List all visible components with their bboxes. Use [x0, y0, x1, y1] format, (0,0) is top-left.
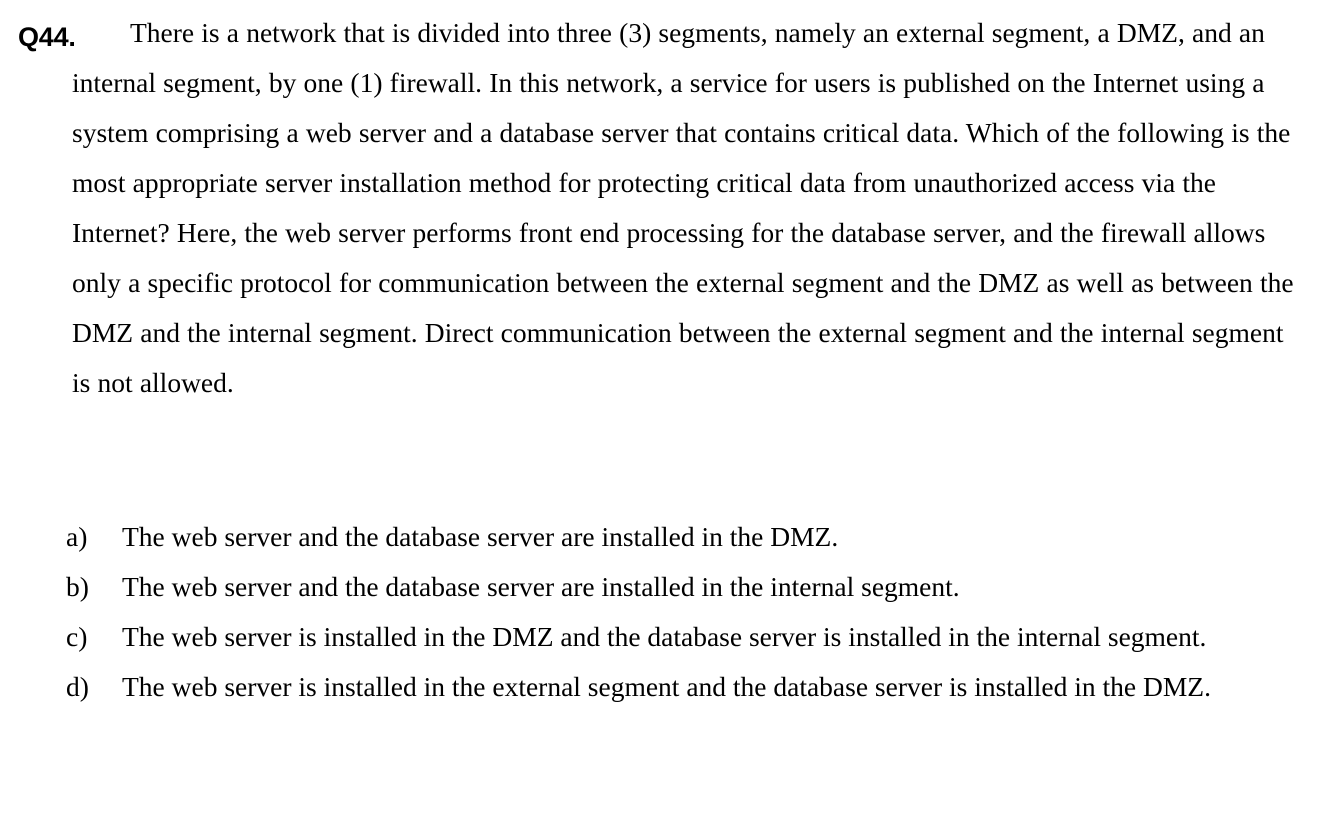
- option-marker-d: d): [66, 671, 89, 702]
- option-marker-b: b): [66, 571, 89, 602]
- question-body-text: There is a network that is divided into …: [72, 17, 1294, 398]
- option-marker-c: c): [66, 621, 88, 652]
- question-number-label: Q44.: [18, 22, 76, 52]
- option-text-a: The web server and the database server a…: [122, 521, 839, 552]
- answer-option-c[interactable]: c) The web server is installed in the DM…: [0, 612, 1327, 662]
- answer-option-d[interactable]: d) The web server is installed in the ex…: [0, 662, 1327, 712]
- question-block: Q44. There is a network that is divided …: [0, 8, 1327, 408]
- answer-option-b[interactable]: b) The web server and the database serve…: [0, 562, 1327, 612]
- answer-option-a[interactable]: a) The web server and the database serve…: [0, 512, 1327, 562]
- option-text-c: The web server is installed in the DMZ a…: [122, 621, 1207, 652]
- option-marker-a: a): [66, 521, 88, 552]
- option-text-d: The web server is installed in the exter…: [122, 671, 1211, 702]
- answer-options-list: a) The web server and the database serve…: [0, 512, 1327, 712]
- option-text-b: The web server and the database server a…: [122, 571, 960, 602]
